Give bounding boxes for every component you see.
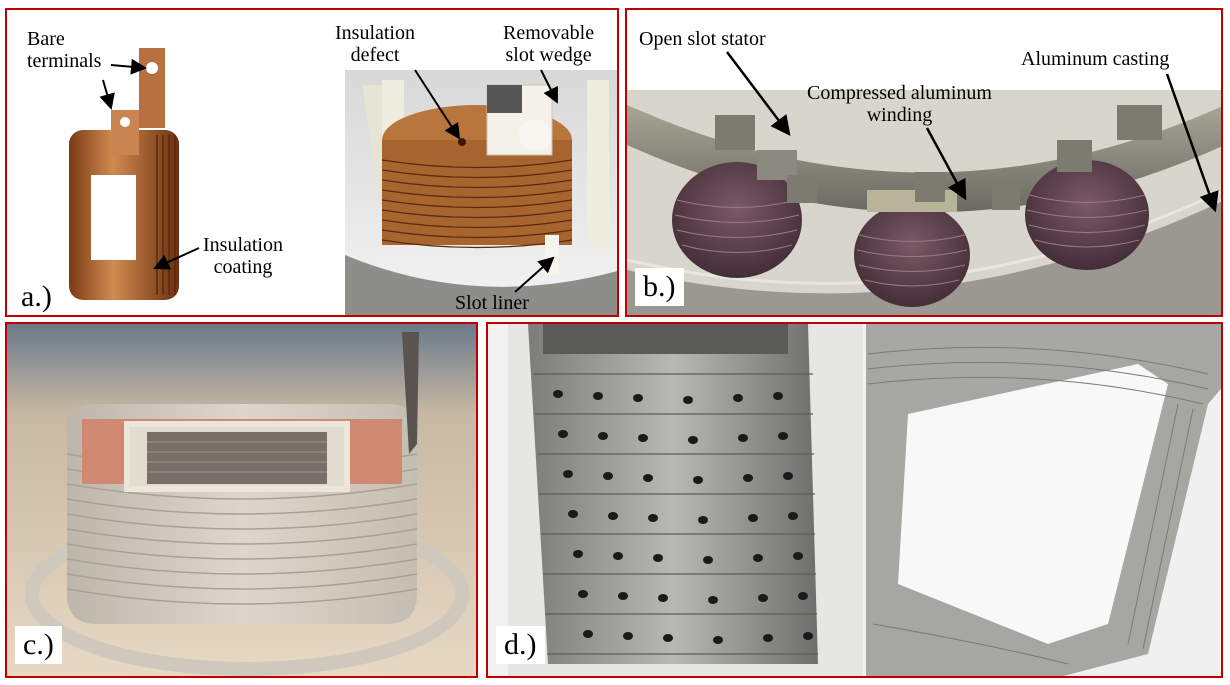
panel-c: c.): [5, 322, 478, 678]
label-compressed-line2: winding: [866, 104, 933, 126]
panel-a-label: a.): [13, 278, 60, 315]
panel-d: d.): [486, 322, 1223, 678]
metal-coil-frame: [866, 324, 1221, 676]
panel-b-label: b.): [635, 268, 684, 306]
panel-b-photo: [627, 90, 1221, 315]
label-insulation-defect: Insulation defect: [335, 22, 415, 66]
label-open-slot-stator: Open slot stator: [639, 28, 766, 50]
label-removable-slot-wedge: Removable slot wedge: [503, 22, 594, 66]
panel-b: Open slot stator Compressed aluminum win…: [625, 8, 1223, 317]
label-slot-liner: Slot liner: [455, 292, 529, 314]
label-removable-slot-wedge-line2: slot wedge: [505, 44, 592, 66]
label-aluminum-casting: Aluminum casting: [1021, 48, 1170, 70]
copper-coil-in-stator: [345, 70, 617, 315]
label-compressed-line1: Compressed aluminum: [807, 82, 992, 104]
panel-a: Bare terminals Insulation defect Removab…: [5, 8, 619, 317]
print-nozzle: [402, 332, 419, 454]
label-insulation-defect-line1: Insulation: [335, 22, 415, 44]
label-bare-terminals-line2: terminals: [27, 50, 102, 72]
label-insulation-coating-line1: Insulation: [203, 234, 283, 256]
panel-d-photo: [488, 324, 1221, 676]
label-bare-terminals: Bare terminals: [27, 28, 101, 72]
stator-winding-3: [1025, 140, 1149, 270]
panel-a-photo: [69, 48, 617, 315]
label-bare-terminals-line1: Bare: [27, 28, 65, 50]
stator-winding-2: [854, 172, 970, 307]
label-removable-slot-wedge-line1: Removable: [503, 22, 595, 44]
metal-coil-stack: [508, 324, 863, 676]
panel-d-label: d.): [496, 626, 545, 664]
panel-c-label: c.): [15, 626, 62, 664]
label-compressed-aluminum-winding: Compressed aluminum winding: [807, 82, 992, 126]
label-insulation-defect-line2: defect: [350, 44, 400, 66]
label-insulation-coating-line2: coating: [213, 256, 273, 278]
label-insulation-coating: Insulation coating: [203, 234, 283, 278]
copper-coil-isolated: [69, 48, 179, 300]
panel-c-photo: [7, 324, 476, 676]
